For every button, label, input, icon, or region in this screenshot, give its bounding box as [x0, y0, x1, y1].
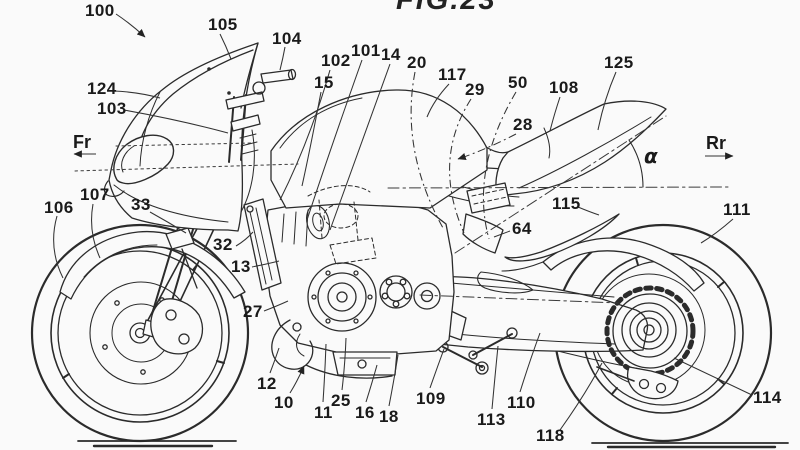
ref-label-10: 10: [274, 394, 294, 411]
leader-line-114: [674, 358, 752, 395]
engine: [264, 201, 454, 375]
ref-label-14: 14: [381, 46, 401, 63]
ref-label-16: 16: [355, 404, 375, 421]
leader-line-113: [492, 346, 498, 409]
leader-line-104: [280, 47, 285, 70]
ref-label-118: 118: [536, 427, 565, 444]
leader-line-100: [116, 14, 145, 37]
ref-label-105: 105: [208, 16, 238, 33]
rear-fender: [502, 238, 704, 291]
ref-label-109: 109: [416, 390, 446, 407]
ref-label-117: 117: [438, 66, 467, 83]
ref-label-114: 114: [753, 389, 782, 406]
ref-label-104: 104: [272, 30, 302, 47]
direction-label-front: Fr: [73, 133, 91, 151]
ref-label-102: 102: [321, 52, 351, 69]
ref-label-106: 106: [44, 199, 74, 216]
leader-line-10: [290, 366, 304, 393]
leader-line-32: [236, 232, 253, 246]
angle-arc: [629, 140, 643, 187]
ref-label-110: 110: [507, 394, 536, 411]
front-fairing: [104, 43, 258, 231]
ref-label-33: 33: [131, 196, 151, 213]
ref-label-125: 125: [604, 54, 634, 71]
ref-label-13: 13: [231, 258, 251, 275]
ref-label-100: 100: [85, 2, 115, 19]
ref-label-124: 124: [87, 80, 117, 97]
ref-label-15: 15: [314, 74, 334, 91]
ref-label-18: 18: [379, 408, 399, 425]
ref-label-32: 32: [213, 236, 233, 253]
ref-label-103: 103: [97, 100, 127, 117]
ref-label-107: 107: [80, 186, 110, 203]
ref-label-12: 12: [257, 375, 277, 392]
leader-line-106: [54, 216, 63, 278]
ref-label-20: 20: [407, 54, 427, 71]
ref-label-101: 101: [351, 42, 381, 59]
leader-line-115: [578, 207, 599, 215]
ref-label-113: 113: [477, 411, 506, 428]
front-brake-caliper: [151, 299, 203, 354]
angle-alpha-symbol: α: [644, 146, 658, 166]
ref-label-28: 28: [513, 116, 533, 133]
ref-label-64: 64: [512, 220, 532, 237]
ref-label-115: 115: [552, 195, 581, 212]
ref-label-50: 50: [508, 74, 528, 91]
ref-label-29: 29: [465, 81, 485, 98]
frame-plate: [463, 183, 510, 253]
ref-label-11: 11: [314, 404, 333, 421]
direction-label-rear: Rr: [706, 134, 726, 152]
ref-label-111: 111: [723, 201, 751, 218]
ref-label-25: 25: [331, 392, 351, 409]
leader-line-12: [270, 348, 279, 373]
ref-label-108: 108: [549, 79, 579, 96]
ground-lines: [78, 441, 788, 447]
figure-title: FIG.23: [396, 0, 497, 15]
ref-label-27: 27: [243, 303, 263, 320]
leader-line-118: [560, 363, 602, 430]
leader-line-109: [430, 349, 444, 388]
